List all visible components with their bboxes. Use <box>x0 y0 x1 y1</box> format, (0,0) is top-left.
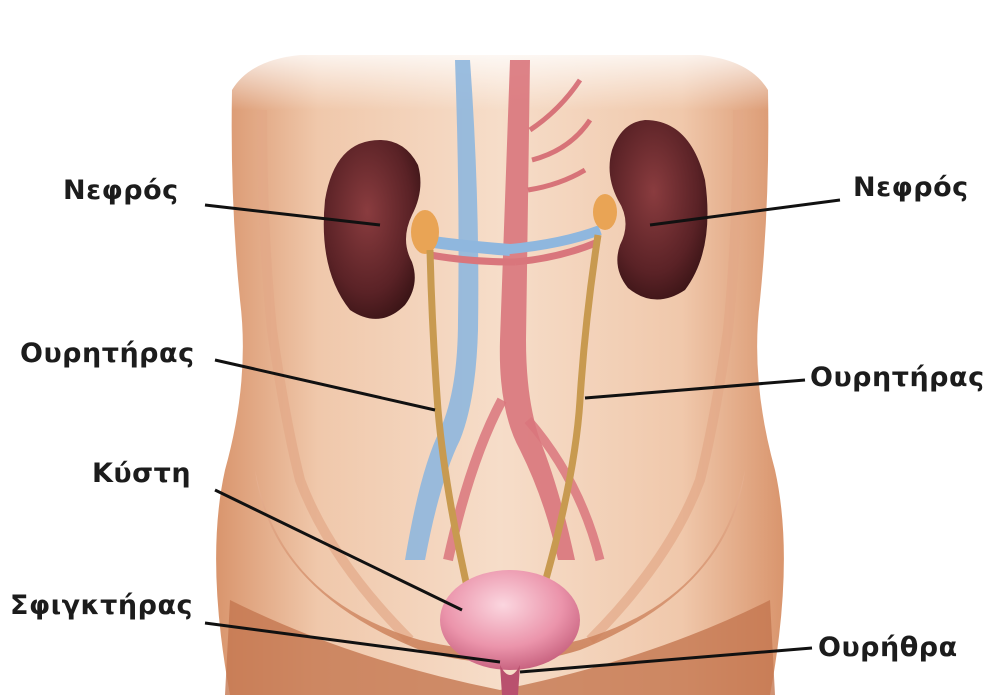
bladder <box>440 570 580 670</box>
label-bladder: Κύστη <box>92 458 191 489</box>
label-kidney-right: Νεφρός <box>853 172 969 203</box>
label-kidney-left: Νεφρός <box>63 175 179 206</box>
torso-top-fade <box>200 40 800 110</box>
label-ureter-left: Ουρητήρας <box>20 338 195 369</box>
label-ureter-right: Ουρητήρας <box>810 362 985 393</box>
left-adrenal <box>411 210 439 254</box>
label-urethra: Ουρήθρα <box>818 632 958 663</box>
label-sphincter: Σφιγκτήρας <box>10 590 193 621</box>
right-adrenal <box>593 194 617 230</box>
